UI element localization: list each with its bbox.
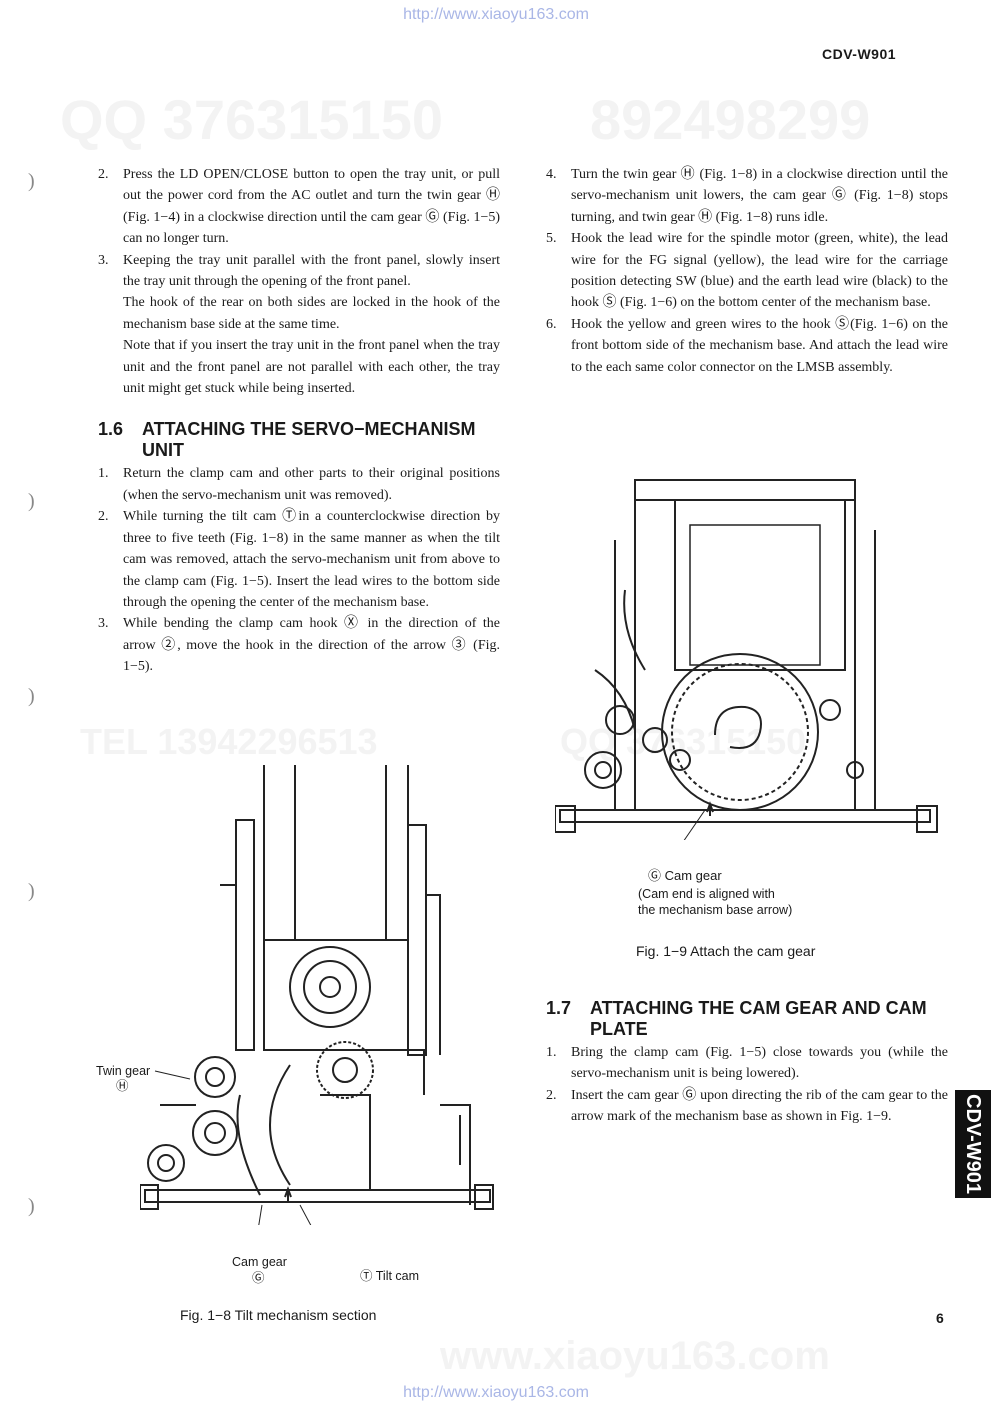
twin-gear-mark: Ⓗ bbox=[116, 1079, 129, 1093]
left-column: 2. Press the LD OPEN/CLOSE button to ope… bbox=[98, 164, 500, 678]
watermark: TEL 13942296513 bbox=[80, 721, 378, 762]
step-number: 6. bbox=[546, 316, 557, 332]
watermark: QQ 376315150 bbox=[560, 721, 807, 762]
punch-mark: ) bbox=[28, 880, 35, 902]
side-tab-model: CDV-W901 bbox=[955, 1090, 991, 1198]
punch-mark: ) bbox=[28, 490, 35, 512]
watermark: www.xiaoyu163.com bbox=[440, 1334, 830, 1378]
page-number: 6 bbox=[936, 1310, 944, 1326]
cam-gear-mark: Ⓖ bbox=[252, 1271, 265, 1285]
step-number: 1. bbox=[98, 466, 109, 482]
header-url[interactable]: http://www.xiaoyu163.com bbox=[403, 6, 589, 23]
step-item: 2. Press the LD OPEN/CLOSE button to ope… bbox=[98, 164, 500, 250]
step-text: Hook the yellow and green wires to the h… bbox=[571, 316, 948, 375]
model-header: CDV-W901 bbox=[822, 46, 897, 62]
step-number: 2. bbox=[98, 509, 109, 525]
watermark: 892498299 bbox=[590, 88, 871, 151]
twin-gear-label: Twin gear bbox=[96, 1064, 151, 1078]
cam-gear-label: Ⓖ Cam gear bbox=[648, 868, 722, 883]
step-text: Press the LD OPEN/CLOSE button to open t… bbox=[123, 167, 500, 247]
step-number: 5. bbox=[546, 231, 557, 247]
section-title: ATTACHING THE CAM GEAR AND CAM PLATE bbox=[590, 998, 927, 1039]
right-column: 4. Turn the twin gear Ⓗ (Fig. 1−8) in a … bbox=[546, 164, 948, 378]
step-number: 4. bbox=[546, 167, 557, 182]
watermark: QQ 376315150 bbox=[60, 88, 443, 151]
section-number: 1.6 bbox=[98, 419, 124, 440]
step-number: 2. bbox=[546, 1087, 557, 1103]
tilt-mechanism-drawing bbox=[140, 765, 494, 1225]
step-text: While bending the clamp cam hook Ⓧ in th… bbox=[123, 616, 500, 675]
step-text: Return the clamp cam and other parts to … bbox=[123, 466, 500, 503]
step-item: 2. Insert the cam gear Ⓖ upon directing … bbox=[546, 1085, 948, 1128]
cam-gear-label: Cam gear bbox=[232, 1255, 287, 1269]
step-item: 4. Turn the twin gear Ⓗ (Fig. 1−8) in a … bbox=[546, 164, 948, 228]
step-item: 5. Hook the lead wire for the spindle mo… bbox=[546, 228, 948, 314]
step-item: 1. Return the clamp cam and other parts … bbox=[98, 463, 500, 506]
step-text: Hook the lead wire for the spindle motor… bbox=[571, 231, 948, 311]
cam-gear-note: (Cam end is aligned with bbox=[638, 887, 775, 901]
step-text: Turn the twin gear Ⓗ (Fig. 1−8) in a clo… bbox=[571, 167, 948, 225]
figure-caption-1-9: Fig. 1−9 Attach the cam gear bbox=[636, 943, 816, 959]
tilt-cam-label: Ⓣ Tilt cam bbox=[360, 1269, 420, 1283]
step-number: 3. bbox=[98, 616, 109, 632]
step-text: Note that if you insert the tray unit in… bbox=[123, 338, 500, 397]
punch-mark: ) bbox=[28, 1195, 35, 1217]
step-text: While turning the tilt cam Ⓣin a counter… bbox=[123, 509, 500, 610]
footer-url[interactable]: http://www.xiaoyu163.com bbox=[403, 1384, 589, 1401]
section-1-7: 1.7 ATTACHING THE CAM GEAR AND CAM PLATE… bbox=[546, 998, 948, 1128]
step-number: 1. bbox=[546, 1045, 557, 1060]
cam-gear-drawing bbox=[555, 479, 938, 840]
step-item: 3. Keeping the tray unit parallel with t… bbox=[98, 250, 500, 400]
step-text: Keeping the tray unit parallel with the … bbox=[123, 252, 500, 290]
section-number: 1.7 bbox=[546, 998, 572, 1018]
section-heading-1-7: 1.7 ATTACHING THE CAM GEAR AND CAM PLATE bbox=[546, 998, 948, 1040]
step-item: 1. Bring the clamp cam (Fig. 1−5) close … bbox=[546, 1042, 948, 1085]
cam-gear-note: the mechanism base arrow) bbox=[638, 903, 793, 917]
section-title: ATTACHING THE SERVO−MECHANISM UNIT bbox=[142, 419, 476, 461]
step-item: 3. While bending the clamp cam hook Ⓧ in… bbox=[98, 613, 500, 677]
step-item: 6. Hook the yellow and green wires to th… bbox=[546, 314, 948, 378]
step-text: Insert the cam gear Ⓖ upon directing the… bbox=[571, 1087, 948, 1125]
punch-mark: ) bbox=[28, 685, 35, 707]
step-text: Bring the clamp cam (Fig. 1−5) close tow… bbox=[571, 1045, 948, 1082]
figure-caption-1-8: Fig. 1−8 Tilt mechanism section bbox=[180, 1307, 377, 1323]
step-number: 2. bbox=[98, 167, 109, 182]
step-item: 2. While turning the tilt cam Ⓣin a coun… bbox=[98, 506, 500, 613]
punch-mark: ) bbox=[28, 170, 35, 192]
section-heading-1-6: 1.6 ATTACHING THE SERVO−MECHANISM UNIT bbox=[98, 419, 500, 461]
step-number: 3. bbox=[98, 252, 109, 268]
step-text: The hook of the rear on both sides are l… bbox=[123, 295, 500, 332]
